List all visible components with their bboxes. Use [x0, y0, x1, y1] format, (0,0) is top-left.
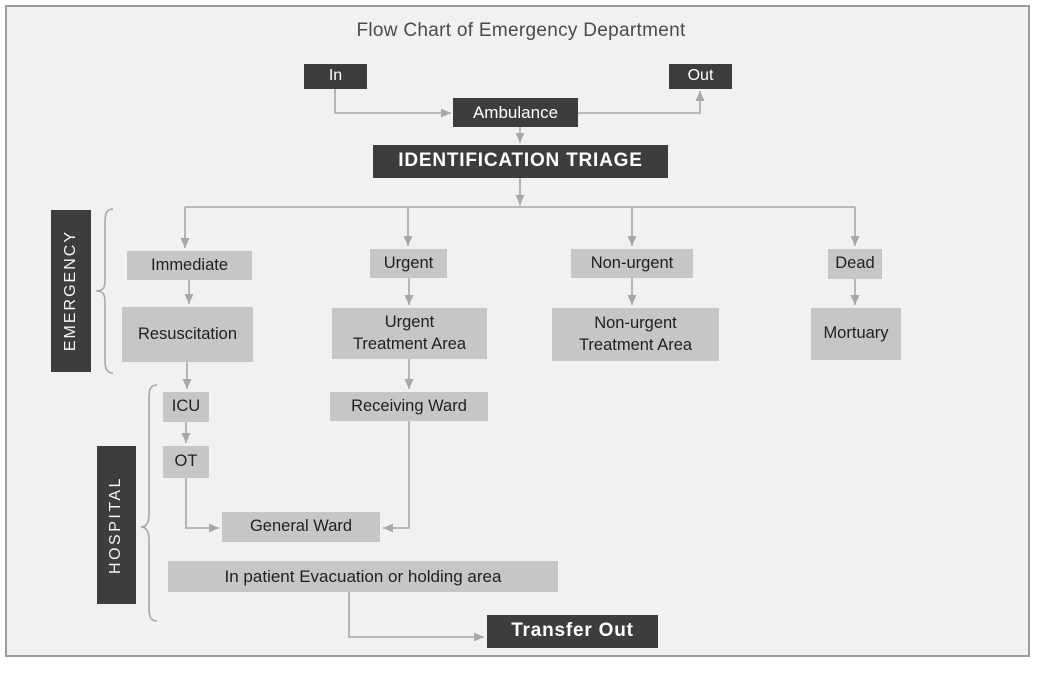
node-ot: OT: [163, 446, 209, 478]
node-inpatient-evacuation: In patient Evacuation or holding area: [168, 561, 558, 592]
node-non-urgent: Non-urgent: [571, 249, 693, 278]
node-general-ward: General Ward: [222, 512, 380, 542]
node-resuscitation: Resuscitation: [122, 307, 253, 362]
node-urgent-treatment-area: Urgent Treatment Area: [332, 308, 487, 359]
group-label-hospital-text: HOSPITAL: [107, 476, 125, 574]
node-identification-triage: IDENTIFICATION TRIAGE: [373, 145, 668, 178]
page-title: Flow Chart of Emergency Department: [356, 20, 686, 41]
node-receiving-ward: Receiving Ward: [330, 392, 488, 421]
node-in: In: [304, 64, 367, 89]
node-dead: Dead: [828, 249, 882, 279]
node-transfer-out: Transfer Out: [487, 615, 658, 648]
node-non-urgent-treatment-area: Non-urgent Treatment Area: [552, 308, 719, 361]
node-icu: ICU: [163, 392, 209, 422]
node-urgent: Urgent: [370, 249, 447, 278]
node-immediate: Immediate: [127, 251, 252, 280]
group-label-emergency: EMERGENCY: [51, 210, 91, 372]
group-label-emergency-text: EMERGENCY: [61, 230, 79, 352]
node-ambulance: Ambulance: [453, 98, 578, 127]
node-out: Out: [669, 64, 732, 89]
node-mortuary: Mortuary: [811, 308, 901, 360]
group-label-hospital: HOSPITAL: [97, 446, 136, 604]
